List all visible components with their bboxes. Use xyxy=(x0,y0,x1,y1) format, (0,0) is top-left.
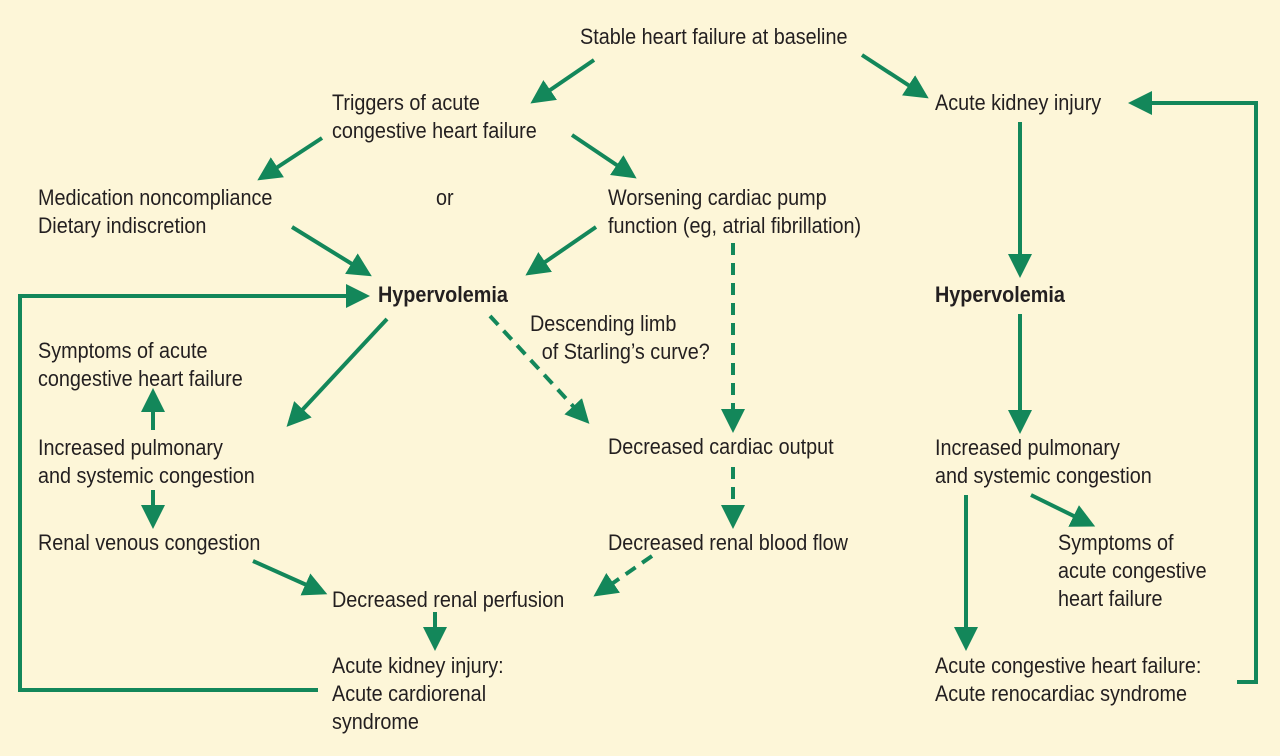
arrow-decreased-rbf-to-decreased-rp xyxy=(593,554,654,597)
node-hypervolemia-right: Hypervolemia xyxy=(935,282,1065,307)
node-decreased-rbf: Decreased renal blood flow xyxy=(608,530,848,555)
arrow-aki-left-loop-to-hypervolemia xyxy=(18,284,370,692)
node-renal-venous: Renal venous congestion xyxy=(38,530,261,555)
arrow-achf-loop-to-aki-right xyxy=(1128,91,1258,684)
node-starling: Descending limb of Starling’s curve? xyxy=(530,311,710,364)
node-hypervolemia-left: Hypervolemia xyxy=(378,282,508,307)
node-stable-heart-failure: Stable heart failure at baseline xyxy=(580,24,848,49)
arrow-increased-right-to-symptoms xyxy=(1030,493,1096,527)
node-worsening-pump: Worsening cardiac pump function (eg, atr… xyxy=(608,185,862,238)
node-increased-right: Increased pulmonary and systemic congest… xyxy=(935,435,1152,488)
arrow-stable-to-aki-right xyxy=(860,53,929,99)
node-aki-right: Acute kidney injury xyxy=(935,90,1102,115)
arrow-hypervolemia-to-decreased-co xyxy=(488,314,590,424)
arrow-medication-to-hypervolemia xyxy=(290,225,372,277)
arrow-hypervolemia-to-increased-left xyxy=(286,317,389,427)
node-symptoms-right: Symptoms of acute congestive heart failu… xyxy=(1058,530,1207,611)
arrow-worsening-to-hypervolemia xyxy=(525,225,598,276)
node-increased-left: Increased pulmonary and systemic congest… xyxy=(38,435,255,488)
arrow-stable-to-triggers xyxy=(530,58,596,104)
node-decreased-co: Decreased cardiac output xyxy=(608,434,834,459)
node-triggers: Triggers of acute congestive heart failu… xyxy=(332,90,537,143)
node-decreased-rp: Decreased renal perfusion xyxy=(332,587,565,612)
arrow-renal-venous-to-decreased-rp xyxy=(252,559,328,596)
node-symptoms-left: Symptoms of acute congestive heart failu… xyxy=(38,338,243,391)
node-or: or xyxy=(436,185,454,210)
arrow-triggers-to-medication xyxy=(257,136,324,181)
arrow-triggers-to-worsening xyxy=(570,133,637,179)
node-achf-right: Acute congestive heart failure: Acute re… xyxy=(935,653,1202,706)
node-medication: Medication noncompliance Dietary indiscr… xyxy=(38,185,273,238)
node-aki-left: Acute kidney injury: Acute cardiorenal s… xyxy=(332,653,504,734)
